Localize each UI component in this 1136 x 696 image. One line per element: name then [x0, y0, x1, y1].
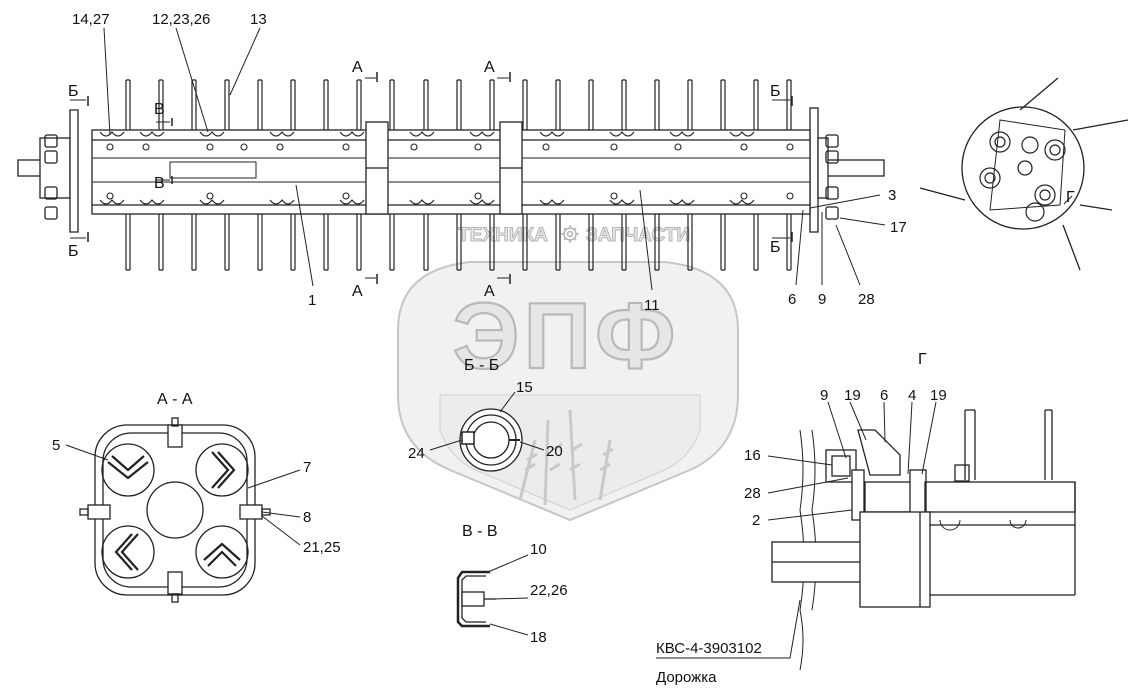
- watermark-wheat-icon: [518, 409, 614, 506]
- watermark: ЭПФ ТЕХНИКА ЗАПЧАСТИ: [397, 225, 739, 522]
- section-vv-view: [456, 554, 529, 636]
- section-title-aa: А - А: [157, 391, 193, 408]
- callout-14-27: 14,27: [72, 11, 110, 28]
- mark-g: Г: [1066, 189, 1075, 206]
- callout-15: 15: [516, 379, 533, 396]
- mark-a-bottom-left: А: [352, 283, 363, 300]
- section-title-g: Г: [918, 351, 927, 368]
- mark-a-top-right: А: [484, 59, 495, 76]
- detail-callout-4: 4: [908, 387, 916, 404]
- callout-20: 20: [546, 443, 563, 460]
- mark-v-bottom: В: [154, 175, 165, 192]
- section-title-bb: Б - Б: [464, 357, 499, 374]
- tines-top: [125, 79, 792, 130]
- section-title-vv: В - В: [462, 523, 498, 540]
- detail-callout-19a: 19: [844, 387, 861, 404]
- detail-callout-19b: 19: [930, 387, 947, 404]
- callout-12-23-26: 12,23,26: [152, 11, 210, 28]
- detail-g-section-view: [656, 401, 1076, 671]
- watermark-big-text: ЭПФ: [453, 283, 680, 388]
- callout-18: 18: [530, 629, 547, 646]
- callout-1: 1: [308, 292, 316, 309]
- aa-pocket-bottom-left: [101, 525, 155, 579]
- coil-springs: [99, 131, 794, 205]
- detail-callout-16: 16: [744, 447, 761, 464]
- mark-a-bottom-right: А: [484, 283, 495, 300]
- callout-7: 7: [303, 459, 311, 476]
- callout-22-26: 22,26: [530, 582, 568, 599]
- callout-10: 10: [530, 541, 547, 558]
- detail-callout-28: 28: [744, 485, 761, 502]
- main-view-labels: 14,27 12,23,26 13 1 11 6 9 28 3 17 А А А…: [68, 11, 1075, 314]
- main-leader-lines: [103, 27, 886, 291]
- mark-b-bottom-right: Б: [770, 239, 781, 256]
- reference-name: Дорожка: [656, 669, 717, 686]
- detail-callout-6: 6: [880, 387, 888, 404]
- watermark-left-text: ТЕХНИКА: [458, 225, 548, 246]
- detail-g-round-view: [919, 77, 1129, 271]
- callout-6: 6: [788, 291, 796, 308]
- callout-28: 28: [858, 291, 875, 308]
- mark-b-top-right: Б: [770, 83, 781, 100]
- mark-b-top-left: Б: [68, 83, 79, 100]
- mark-v-top: В: [154, 101, 165, 118]
- aa-pocket-top-right: [195, 443, 249, 497]
- main-assembly-view: [17, 27, 886, 291]
- detail-callout-9: 9: [820, 387, 828, 404]
- callout-13: 13: [250, 11, 267, 28]
- tines-bottom: [125, 214, 792, 271]
- section-labels: А - А Б - Б В - В Г 5 7 8 21,25 15 24 20…: [52, 351, 947, 686]
- section-aa-view: [65, 417, 301, 603]
- detail-callout-2: 2: [752, 512, 760, 529]
- callout-5: 5: [52, 437, 60, 454]
- callout-17: 17: [890, 219, 907, 236]
- callout-11: 11: [644, 297, 660, 314]
- callout-8: 8: [303, 509, 311, 526]
- callout-21-25: 21,25: [303, 539, 341, 556]
- watermark-right-text: ЗАПЧАСТИ: [586, 225, 690, 246]
- aa-pocket-top-left: [101, 443, 155, 497]
- callout-9: 9: [818, 291, 826, 308]
- watermark-gear-icon: [561, 225, 579, 243]
- aa-pocket-bottom-right: [195, 525, 249, 579]
- mark-b-bottom-left: Б: [68, 243, 79, 260]
- section-bb-view: [429, 391, 545, 472]
- callout-3: 3: [888, 187, 896, 204]
- mark-a-top-left: А: [352, 59, 363, 76]
- callout-24: 24: [408, 445, 425, 462]
- reference-code: КВС-4-3903102: [656, 640, 762, 657]
